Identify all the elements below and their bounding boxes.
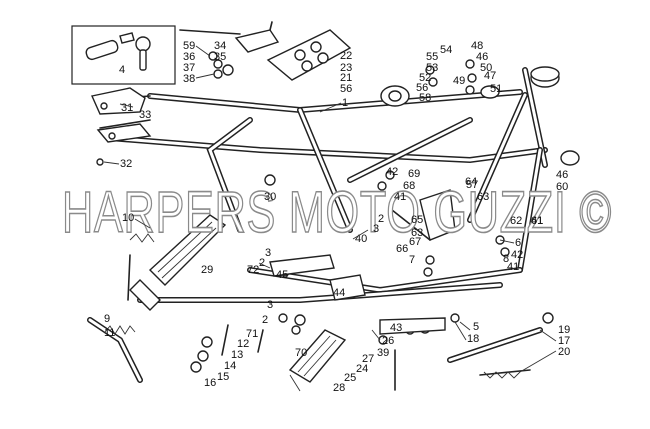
callout-3: 3 — [373, 223, 379, 235]
callout-44: 44 — [333, 287, 345, 299]
callout-47: 47 — [484, 70, 496, 82]
callout-14: 14 — [224, 360, 236, 372]
callout-58: 58 — [419, 92, 431, 104]
callout-56: 56 — [340, 83, 352, 95]
callout-64: 64 — [465, 176, 477, 188]
callout-65: 65 — [411, 214, 423, 226]
callout-28: 28 — [333, 382, 345, 394]
callout-60: 60 — [556, 181, 568, 193]
callout-50: 50 — [480, 62, 492, 74]
callout-53: 53 — [426, 62, 438, 74]
callout-23: 23 — [340, 62, 352, 74]
callout-63: 63 — [477, 191, 489, 203]
callout-2: 2 — [378, 213, 384, 225]
callout-25: 25 — [344, 372, 356, 384]
callout-63: 63 — [411, 227, 423, 239]
callout-11: 11 — [104, 327, 115, 339]
callout-15: 15 — [217, 371, 229, 383]
callout-41: 41 — [394, 191, 406, 203]
callout-49: 49 — [453, 75, 465, 87]
callout-37: 37 — [183, 62, 195, 74]
mid-brackets — [269, 189, 456, 335]
callout-57: 57 — [466, 179, 478, 191]
callout-20: 20 — [558, 346, 570, 358]
callout-7: 7 — [409, 254, 415, 266]
footpeg-left — [129, 214, 227, 311]
callout-72: 72 — [247, 264, 259, 276]
callout-21: 21 — [340, 72, 352, 84]
callout-17: 17 — [558, 335, 570, 347]
inset-key-box — [71, 25, 176, 85]
callout-8: 8 — [503, 253, 509, 265]
callout-16: 16 — [204, 377, 216, 389]
callout-2: 2 — [262, 314, 268, 326]
callout-55: 55 — [426, 51, 438, 63]
callout-48: 48 — [471, 40, 483, 52]
callout-26: 26 — [382, 335, 394, 347]
callout-5: 5 — [473, 321, 479, 333]
callout-13: 13 — [231, 349, 243, 361]
callout-70: 70 — [295, 347, 307, 359]
callout-4: 4 — [119, 64, 125, 76]
callout-45: 45 — [276, 269, 288, 281]
callout-30: 30 — [264, 191, 276, 203]
springs — [104, 233, 155, 335]
callout-61: 61 — [531, 215, 543, 227]
callout-3: 3 — [267, 299, 273, 311]
callout-9: 9 — [104, 313, 110, 325]
callout-69: 69 — [408, 168, 420, 180]
callout-35: 35 — [214, 51, 226, 63]
stands — [87, 317, 543, 383]
callout-24: 24 — [356, 363, 368, 375]
callout-32: 32 — [120, 158, 132, 170]
callout-66: 66 — [396, 243, 408, 255]
callout-68: 68 — [403, 180, 415, 192]
callout-41: 41 — [507, 261, 519, 273]
callout-33: 33 — [139, 109, 151, 121]
callout-67: 67 — [409, 236, 421, 248]
callout-2: 2 — [259, 257, 265, 269]
callout-51: 51 — [490, 83, 502, 95]
callout-19: 19 — [558, 324, 570, 336]
battery-tray — [234, 21, 352, 81]
callout-56: 56 — [416, 82, 428, 94]
callout-40: 40 — [355, 233, 367, 245]
callout-3: 3 — [265, 247, 271, 259]
callout-10: 10 — [122, 212, 134, 224]
callout-46: 46 — [476, 51, 488, 63]
callout-31: 31 — [121, 102, 133, 114]
callout-41: 41 — [531, 215, 543, 227]
leader-lines — [103, 45, 557, 392]
callout-42: 42 — [511, 249, 523, 261]
watermark: HARPERS MOTO GUZZI © — [62, 180, 612, 245]
callout-62: 62 — [510, 215, 522, 227]
callout-42: 42 — [386, 166, 398, 178]
head-fittings — [480, 66, 580, 166]
callout-43: 43 — [390, 322, 402, 334]
main-frame — [94, 67, 548, 303]
callout-52: 52 — [419, 72, 431, 84]
callout-39: 39 — [377, 347, 389, 359]
rear-brackets — [91, 87, 152, 143]
callout-labels: 1 2 2 2 3 3 3 4 5 6 7 8 9 10 11 12 13 14… — [104, 40, 570, 394]
rubber-mount — [380, 85, 410, 107]
callout-59: 59 — [183, 40, 195, 52]
callout-1: 1 — [342, 97, 348, 109]
callout-34: 34 — [214, 40, 226, 52]
footpeg-right — [288, 329, 347, 383]
callout-6: 6 — [515, 237, 521, 249]
callout-27: 27 — [362, 353, 374, 365]
callout-22: 22 — [340, 50, 352, 62]
callout-12: 12 — [237, 338, 249, 350]
callout-54: 54 — [440, 44, 452, 56]
callout-38: 38 — [183, 73, 195, 85]
callout-71: 71 — [246, 328, 258, 340]
callout-46: 46 — [556, 169, 568, 181]
callout-29: 29 — [201, 264, 213, 276]
callout-18: 18 — [467, 333, 479, 345]
callout-36: 36 — [183, 51, 195, 63]
